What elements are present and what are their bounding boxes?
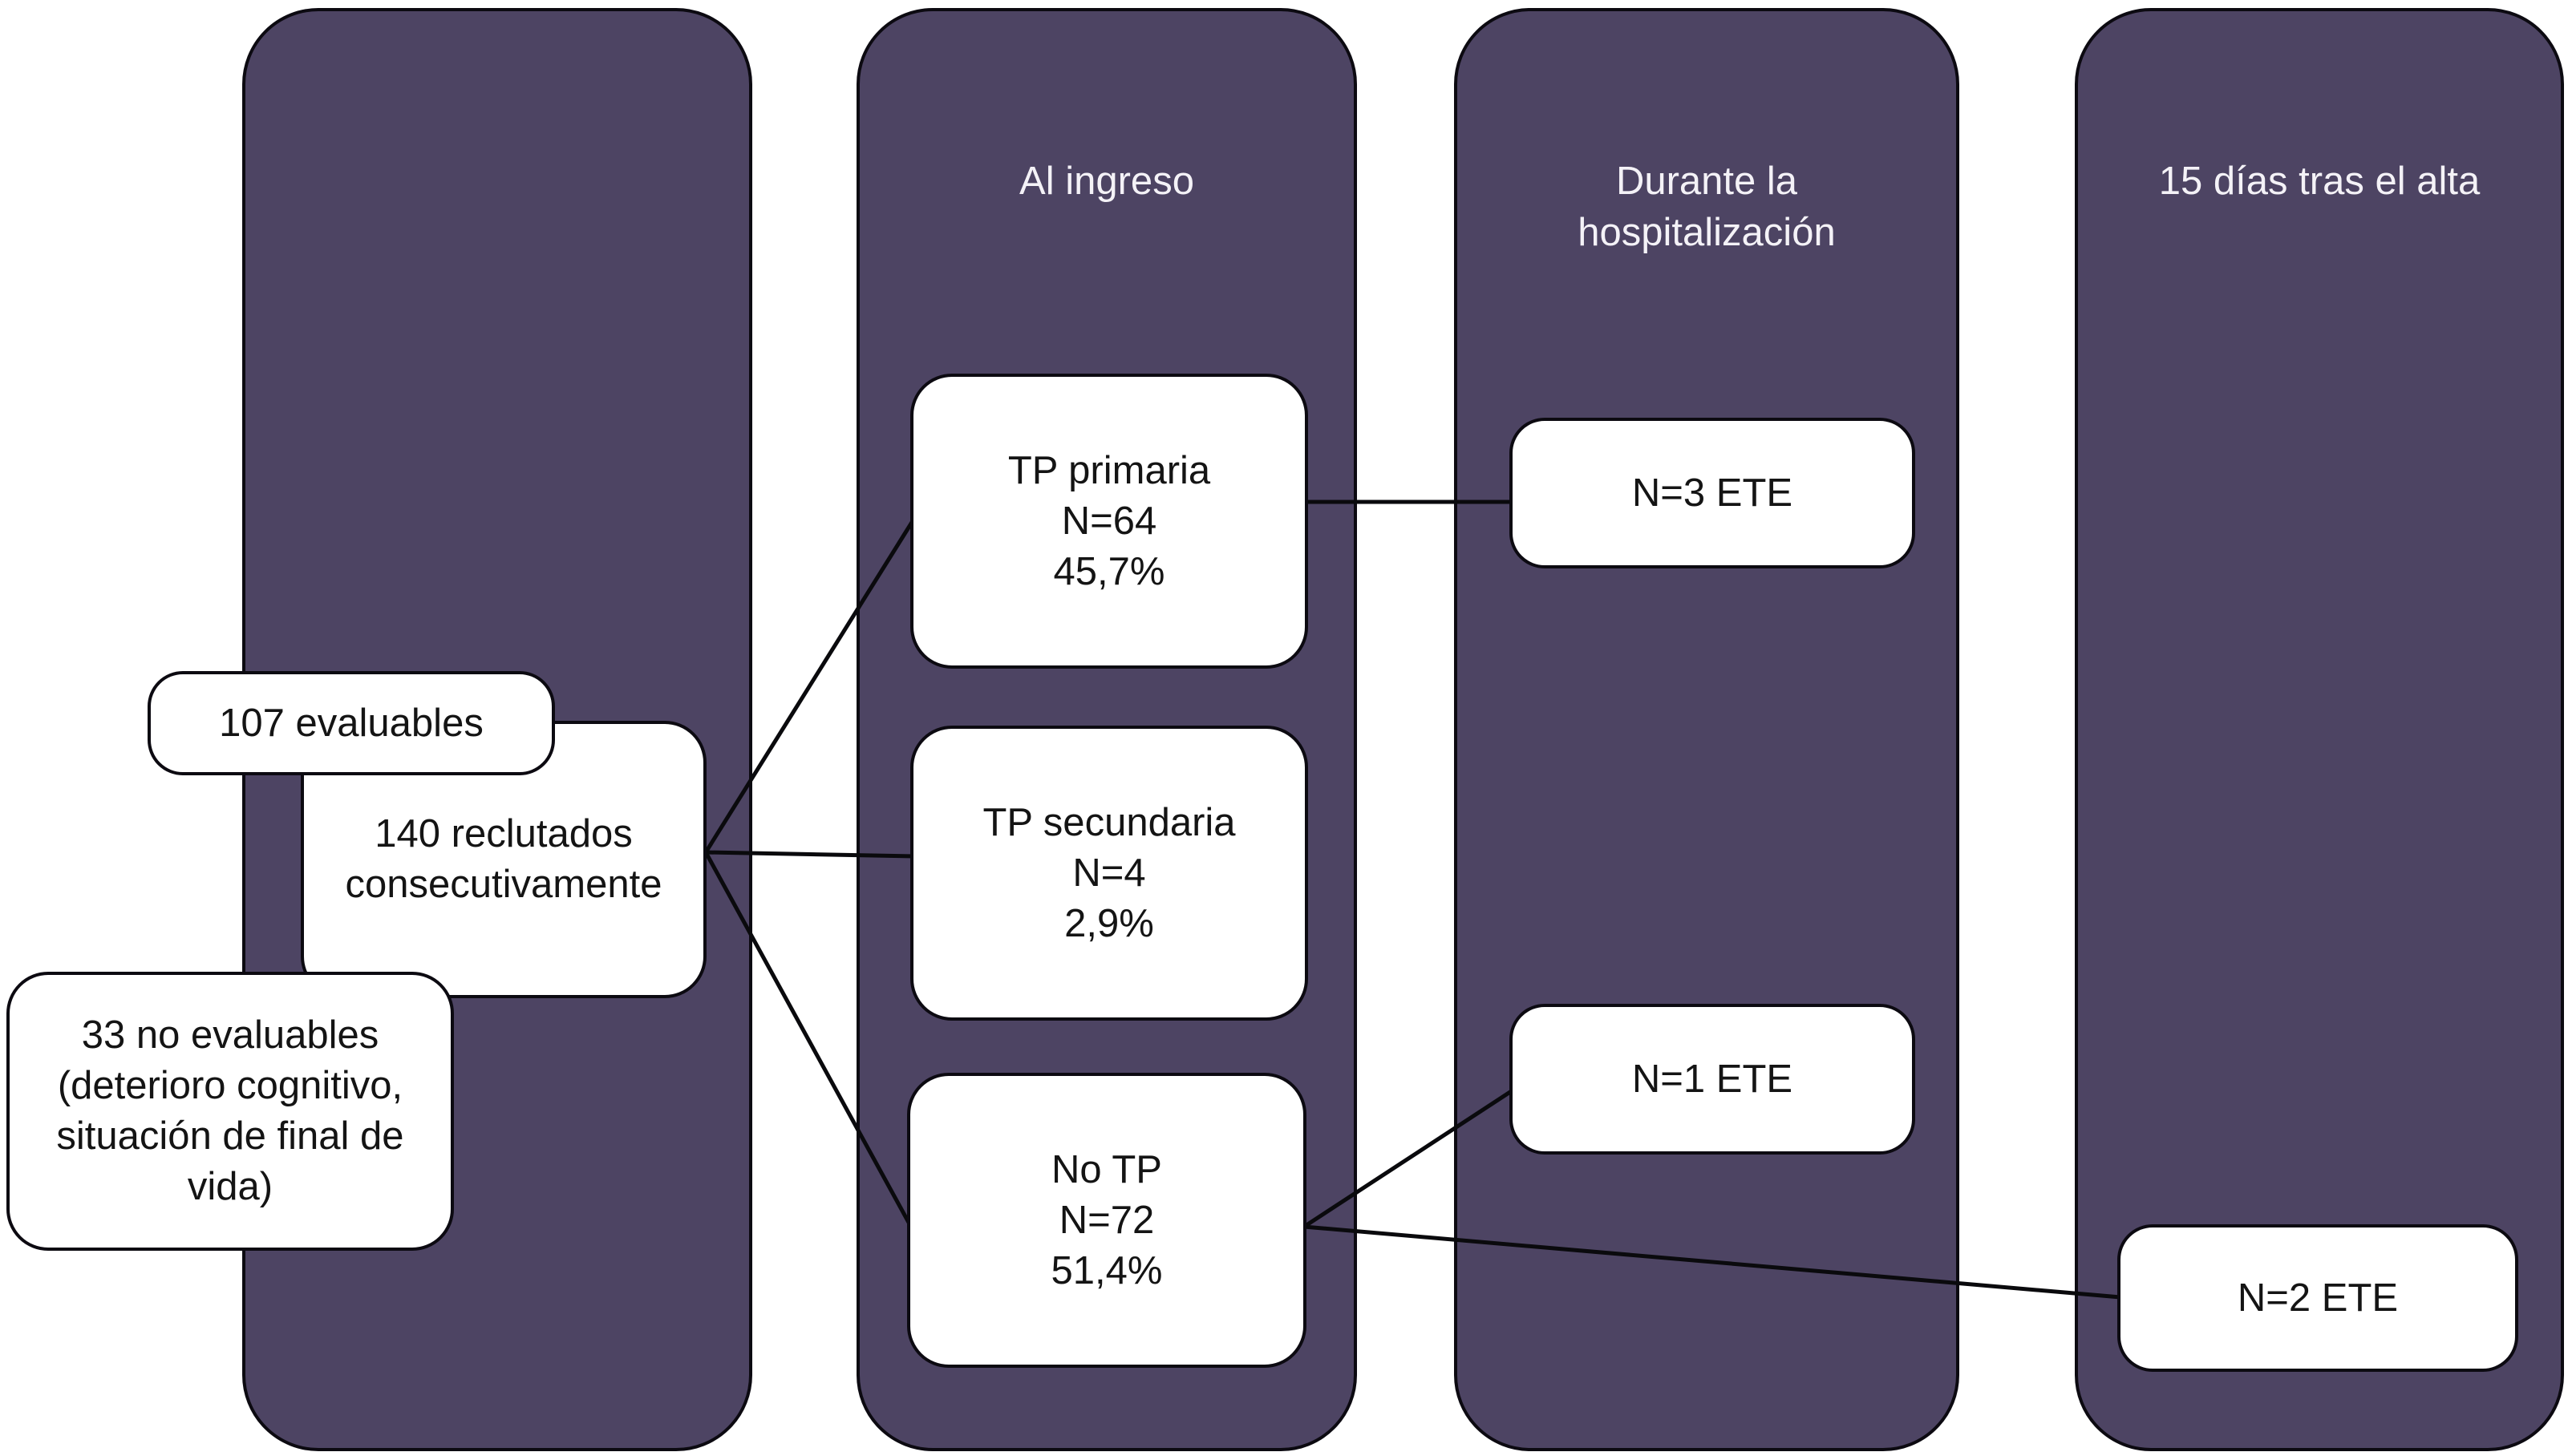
column-header-text: 15 días tras el alta: [2158, 160, 2481, 203]
node-ete-hosp: N=1 ETE: [1509, 1004, 1915, 1155]
node-text-line: 2,9%: [1064, 901, 1154, 945]
column-header-al-ingreso: Al ingreso: [860, 156, 1354, 207]
node-evaluables: 107 evaluables: [148, 671, 555, 775]
node-text-line: (deterioro cognitivo,: [57, 1064, 403, 1107]
node-no-tp: No TP N=72 51,4%: [907, 1073, 1306, 1368]
connector-no-tp-ete-hosp: [1302, 1088, 1514, 1229]
node-text-line: TP secundaria: [982, 800, 1236, 844]
node-text-line: N=2 ETE: [2237, 1276, 2399, 1320]
connector-reclutados-tp-primaria: [703, 516, 917, 854]
node-text-line: 107 evaluables: [219, 701, 484, 745]
column-header-text: Durante la hospitalización: [1578, 160, 1836, 254]
column-header-durante-hospitalizacion: Durante la hospitalización: [1457, 156, 1956, 258]
node-text-line: 45,7%: [1053, 549, 1165, 593]
connector-reclutados-tp-secundaria: [705, 850, 916, 859]
node-text-line: N=3 ETE: [1631, 471, 1793, 515]
node-text-line: No TP: [1051, 1147, 1162, 1191]
node-text-line: 33 no evaluables: [81, 1013, 379, 1057]
node-text-line: 51,4%: [1051, 1248, 1163, 1292]
node-text-line: N=64: [1061, 499, 1157, 543]
connector-no-tp-ete-alta: [1303, 1224, 2121, 1300]
node-text-line: situación de final de: [56, 1114, 404, 1158]
node-tp-primaria: TP primaria N=64 45,7%: [910, 374, 1308, 669]
node-ete-ingreso: N=3 ETE: [1509, 418, 1915, 568]
column-15-dias-tras-alta: 15 días tras el alta: [2075, 8, 2564, 1451]
node-text-line: N=72: [1059, 1198, 1155, 1242]
node-no-evaluables: 33 no evaluables (deterioro cognitivo, s…: [6, 972, 454, 1251]
node-tp-secundaria: TP secundaria N=4 2,9%: [910, 726, 1308, 1021]
node-text-line: N=4: [1072, 851, 1146, 895]
node-text-line: TP primaria: [1007, 448, 1211, 492]
column-durante-hospitalizacion: Durante la hospitalización: [1454, 8, 1959, 1451]
node-text-line: vida): [187, 1165, 273, 1208]
node-text-line: 140 reclutados: [375, 812, 633, 855]
column-header-text: Al ingreso: [1019, 160, 1194, 203]
node-text-line: N=1 ETE: [1631, 1057, 1793, 1101]
node-ete-alta: N=2 ETE: [2117, 1224, 2518, 1372]
connector-reclutados-no-tp: [703, 851, 914, 1230]
column-header-15-dias-tras-alta: 15 días tras el alta: [2078, 156, 2561, 207]
node-text-line: consecutivamente: [345, 863, 662, 906]
